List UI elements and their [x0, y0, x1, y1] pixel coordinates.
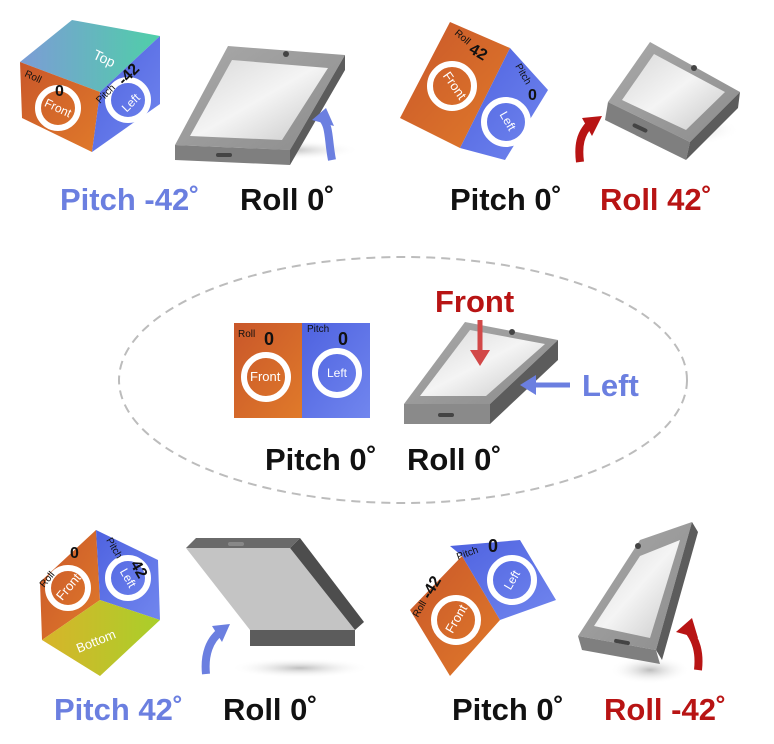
cube-roll-tag: Roll — [238, 329, 255, 340]
cube-front-face — [20, 62, 100, 152]
cube-pitch-value: 0 — [338, 329, 348, 349]
cube-front-face — [410, 556, 500, 676]
cube-left-face — [460, 48, 548, 160]
cube-roll-value: 42 — [466, 41, 490, 65]
cube-roll-value: 0 — [264, 329, 274, 349]
cube-front-ring-icon — [431, 595, 481, 645]
cube-left-ring-icon — [105, 77, 151, 123]
cube-pitch-value: 0 — [488, 536, 498, 556]
pitch-label: Pitch 42˚ — [54, 692, 184, 727]
cube-left-face — [450, 540, 556, 620]
cube-front-ring-icon — [45, 565, 91, 611]
roll-label: Roll 0˚ — [223, 692, 318, 727]
pitch-label: Pitch 0˚ — [265, 442, 377, 477]
cube-front-ring-icon — [35, 85, 81, 131]
cube-roll-value: 0 — [70, 545, 79, 562]
cube-left-ring-icon — [105, 555, 151, 601]
roll-label: Roll 42˚ — [600, 182, 712, 217]
cube-roll-value: 0 — [55, 83, 64, 100]
left-callout-label: Left — [582, 368, 639, 403]
roll-label: Roll 0˚ — [407, 442, 502, 477]
cube-left-ring-icon — [481, 97, 531, 147]
cube-bottom-face — [42, 600, 160, 676]
cube-left-ring-icon — [312, 348, 362, 398]
cube-left-label: Left — [327, 366, 348, 380]
cube-left-ring-icon — [487, 555, 537, 605]
cube-top-face — [20, 20, 160, 92]
pitch-label: Pitch 0˚ — [450, 182, 562, 217]
cube-front-ring-icon — [427, 61, 477, 111]
pitch-label: Pitch -42˚ — [60, 182, 200, 217]
cube-left-face — [92, 36, 160, 152]
roll-label: Roll 0˚ — [240, 182, 335, 217]
cube-left-face — [96, 530, 160, 620]
cube-front-face — [400, 22, 510, 148]
cube-pitch-value: 0 — [528, 87, 537, 104]
cube-front-ring-icon — [241, 352, 291, 402]
cube-front-label: Front — [250, 369, 281, 384]
front-callout-label: Front — [435, 284, 515, 319]
cube-pitch-tag: Pitch — [307, 324, 329, 335]
cube-pitch-value: 42 — [127, 558, 151, 582]
pitch-label: Pitch 0˚ — [452, 692, 564, 727]
roll-label: Roll -42˚ — [604, 692, 727, 727]
cube-front-face — [40, 530, 100, 640]
